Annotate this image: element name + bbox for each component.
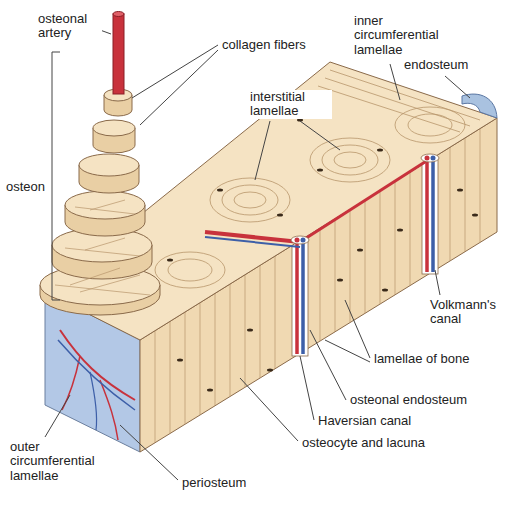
part-label: periosteum bbox=[180, 476, 248, 490]
part-label: Haversian canal bbox=[316, 414, 413, 428]
part-label: osteonal artery bbox=[36, 12, 102, 41]
part-label: Volkmann's canal bbox=[428, 298, 514, 327]
osteon-bracket bbox=[52, 52, 60, 300]
part-label: lamellae of bone bbox=[372, 352, 471, 366]
part-label: osteon bbox=[4, 180, 47, 194]
part-label: inner circumferential lamellae bbox=[352, 14, 456, 57]
osteonal-artery bbox=[113, 12, 124, 95]
part-label: interstitial lamellae bbox=[248, 90, 332, 119]
part-label: outer circumferential lamellae bbox=[8, 440, 104, 483]
leader-lines bbox=[45, 30, 470, 480]
part-label: collagen fibers bbox=[220, 38, 308, 52]
part-label: endosteum bbox=[402, 58, 470, 72]
part-label: osteonal endosteum bbox=[348, 393, 469, 407]
part-label: osteocyte and lacuna bbox=[300, 436, 427, 450]
